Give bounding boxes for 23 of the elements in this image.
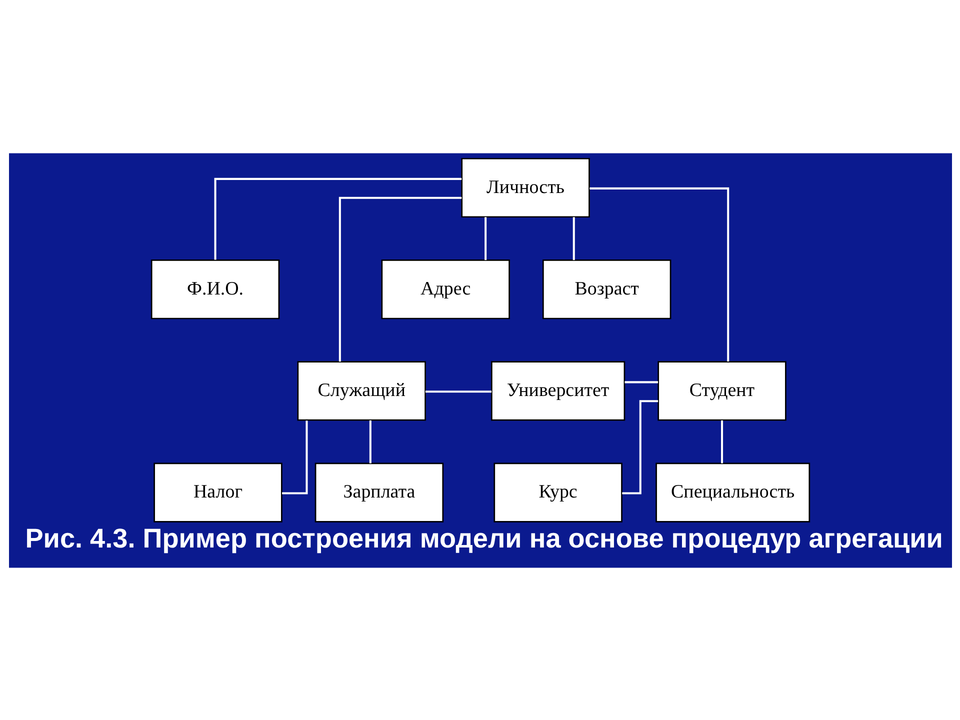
connector <box>214 177 462 260</box>
node-box: Служащий <box>296 360 426 420</box>
node-box: Специальность <box>655 462 810 522</box>
connector <box>572 216 574 260</box>
connector <box>484 216 486 260</box>
node-box: Университет <box>490 360 625 420</box>
connector <box>338 196 462 362</box>
connector <box>624 380 658 383</box>
node-box: Личность <box>460 157 590 218</box>
connector <box>720 420 723 463</box>
node-box: Ф.И.О. <box>150 259 280 319</box>
node-box: Возраст <box>542 259 671 319</box>
node-box: Адрес <box>380 259 510 319</box>
node-box: Зарплата <box>314 462 444 522</box>
connector <box>589 186 729 362</box>
connector <box>368 420 371 463</box>
node-box: Налог <box>153 462 282 522</box>
connector <box>424 390 492 392</box>
caption: Рис. 4.3. Пример построения модели на основе процедур агрегации <box>24 522 942 553</box>
connector <box>282 420 308 494</box>
node-box: Студент <box>657 360 786 420</box>
connector <box>622 400 658 494</box>
node-box: Курс <box>493 462 622 522</box>
